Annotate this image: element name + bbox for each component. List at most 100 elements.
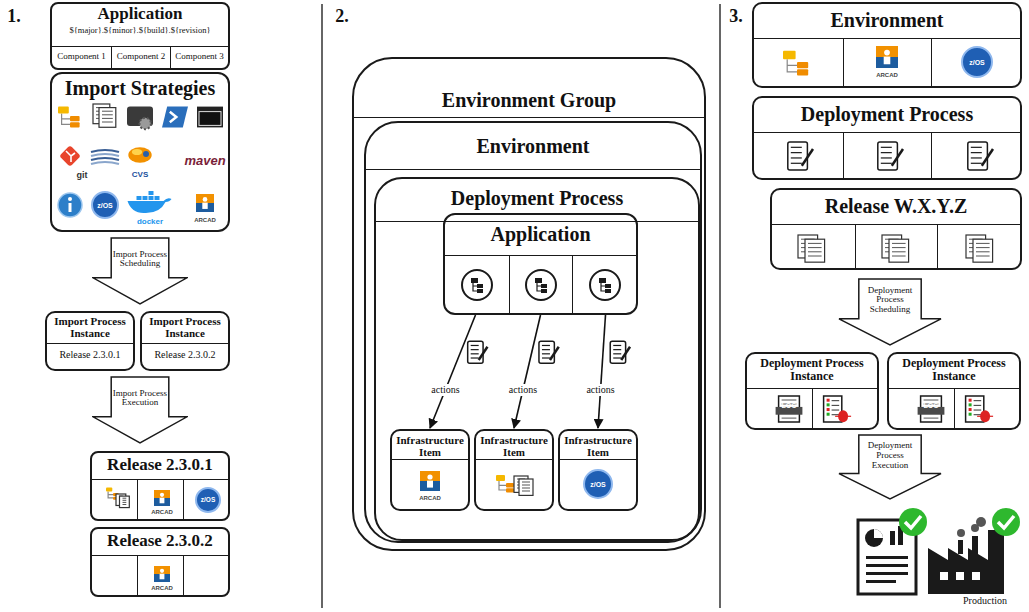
deployment-process-box: Deployment ProcessApplicationInfrastruct… — [374, 177, 700, 541]
heading-divider — [445, 255, 636, 256]
cell-divider — [843, 132, 844, 178]
heading-divider — [52, 46, 228, 47]
icon-label: z/OS — [201, 497, 215, 504]
heading-divider — [376, 221, 698, 222]
infrastructure-item-box: Infrastructure Item — [558, 429, 638, 511]
block-arrow-shape — [92, 237, 188, 305]
heading-divider — [560, 459, 636, 460]
cell-divider — [137, 479, 138, 519]
cell-divider — [183, 479, 184, 519]
icon-label: maven — [184, 154, 225, 167]
block-arrow-shape — [92, 376, 188, 444]
box-body: Release 2.3.0.1 — [47, 349, 133, 360]
box-heading: Release 2.3.0.1 — [92, 453, 228, 475]
action-arrow — [598, 315, 606, 428]
block-arrow: Deployment Process Scheduling — [838, 278, 942, 346]
icon-label: ARCAD — [151, 509, 173, 515]
icon-label: ARCAD — [151, 585, 173, 591]
cell-divider — [137, 555, 138, 595]
icon-label: ARCAD — [419, 495, 441, 501]
process-instance-box: Deployment Process Instance — [745, 352, 879, 430]
cell-divider — [931, 38, 932, 86]
arrow-label: Import Process Scheduling — [112, 240, 168, 279]
production-illustration — [858, 508, 1020, 594]
environment-box: EnvironmentDeployment ProcessApplication… — [364, 121, 702, 543]
cell-divider — [855, 224, 856, 268]
edge-label: actions — [429, 384, 461, 396]
box-heading: Infrastructure Item — [476, 431, 552, 458]
arrow-label: Import Process Execution — [112, 379, 168, 418]
box-body: Release 2.3.0.2 — [142, 349, 228, 360]
heading-divider — [754, 38, 1020, 39]
process-instance-box: Import Process InstanceRelease 2.3.0.2 — [140, 311, 230, 371]
icon-label: z/OS — [969, 59, 985, 66]
heading-divider — [47, 343, 133, 344]
box-heading: Application — [52, 4, 228, 24]
box-heading: Infrastructure Item — [392, 431, 468, 458]
component-cell: Component 3 — [170, 46, 228, 68]
heading-divider — [92, 479, 228, 480]
edge-label: actions — [507, 384, 539, 396]
box-heading: Deployment Process — [376, 179, 698, 209]
icon-label: docker — [137, 218, 163, 226]
action-icon — [610, 341, 630, 363]
icon-label: CVS — [132, 171, 148, 179]
environment-group-box: Environment GroupEnvironmentDeployment P… — [352, 57, 706, 551]
box-heading: Release W.X.Y.Z — [772, 190, 1020, 217]
icon-label: ARCAD — [194, 217, 216, 223]
box-heading: Infrastructure Item — [560, 431, 636, 458]
release-box: Release W.X.Y.Z — [770, 188, 1022, 270]
action-icon — [539, 341, 559, 363]
icon-label: LOG — [923, 402, 938, 409]
heading-divider — [392, 459, 468, 460]
cell-divider — [572, 255, 573, 313]
component-cell: Component 2 — [111, 46, 170, 68]
component-label: Component 3 — [175, 52, 224, 62]
icon-label: LOG — [781, 402, 796, 409]
box-heading: Deployment Process — [754, 98, 1020, 125]
infrastructure-item-box: Infrastructure Item — [474, 429, 554, 511]
cell-divider — [183, 555, 184, 595]
cell-divider — [954, 388, 955, 428]
cell-divider — [931, 132, 932, 178]
action-arrow — [430, 315, 476, 428]
panel-number: 1. — [7, 7, 21, 25]
icon-label: z/OS — [97, 202, 113, 209]
application-box: Application${major}.${minor}.${build}.${… — [50, 2, 230, 70]
heading-divider — [142, 343, 228, 344]
component-cell: Component 1 — [52, 46, 111, 68]
box-heading: Environment — [366, 123, 700, 157]
box-heading: Environment Group — [354, 59, 704, 111]
heading-divider — [754, 132, 1020, 133]
box-heading: Environment — [754, 4, 1020, 31]
component-label: Component 2 — [117, 52, 166, 62]
cell-divider — [937, 224, 938, 268]
icon-label: git — [77, 171, 88, 180]
heading-divider — [476, 459, 552, 460]
box-heading: Release 2.3.0.2 — [92, 529, 228, 551]
box-heading: Import Process Instance — [47, 313, 133, 339]
arrow-label: Deployment Process Scheduling — [860, 281, 920, 320]
block-arrow: Import Process Execution — [92, 376, 188, 444]
panel-number: 3. — [729, 7, 743, 25]
icon-label: z/OS — [590, 481, 606, 488]
action-arrow — [514, 315, 541, 428]
application-box: Application — [443, 213, 638, 315]
caption-label: Production — [963, 596, 1007, 606]
cell-divider — [843, 38, 844, 86]
heading-divider — [92, 555, 228, 556]
box-heading: Import Strategies — [52, 74, 228, 99]
box-heading: Application — [445, 215, 636, 245]
cell-divider — [509, 255, 510, 313]
edge-label: actions — [584, 384, 616, 396]
component-label: Component 1 — [57, 52, 106, 62]
arrow-label: Deployment Process Execution — [860, 437, 920, 475]
block-arrow: Import Process Scheduling — [92, 237, 188, 305]
heading-divider — [354, 117, 704, 118]
box-heading: Import Process Instance — [142, 313, 228, 339]
action-icon — [468, 341, 488, 363]
process-instance-box: Import Process InstanceRelease 2.3.0.1 — [45, 311, 135, 371]
deployment-process-box: Deployment Process — [752, 96, 1022, 180]
box-heading: Deployment Process Instance — [889, 354, 1019, 383]
